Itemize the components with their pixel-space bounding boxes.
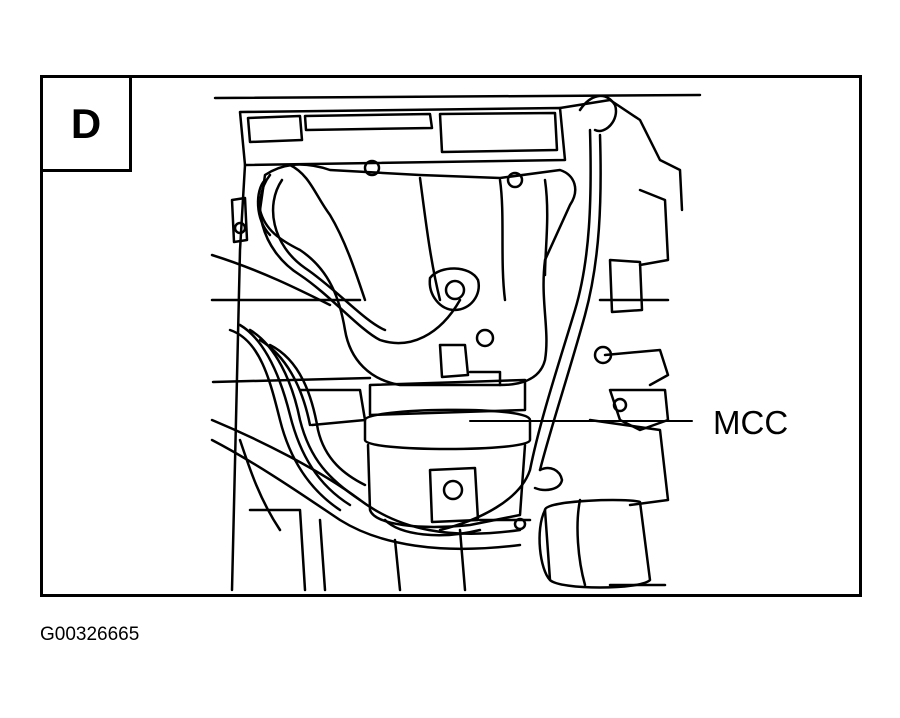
wiring-harness xyxy=(228,323,367,532)
lower-block xyxy=(248,508,667,592)
catalytic-converter xyxy=(363,378,532,537)
callout-label: MCC xyxy=(713,404,789,441)
oil-filter xyxy=(538,498,652,589)
exhaust-manifold xyxy=(230,159,577,387)
diagram-frame xyxy=(40,75,862,597)
panel-label-box: D xyxy=(40,75,132,172)
engine-block xyxy=(210,93,702,592)
panel-letter: D xyxy=(70,99,102,147)
figure-id: G00326665 xyxy=(40,624,140,645)
